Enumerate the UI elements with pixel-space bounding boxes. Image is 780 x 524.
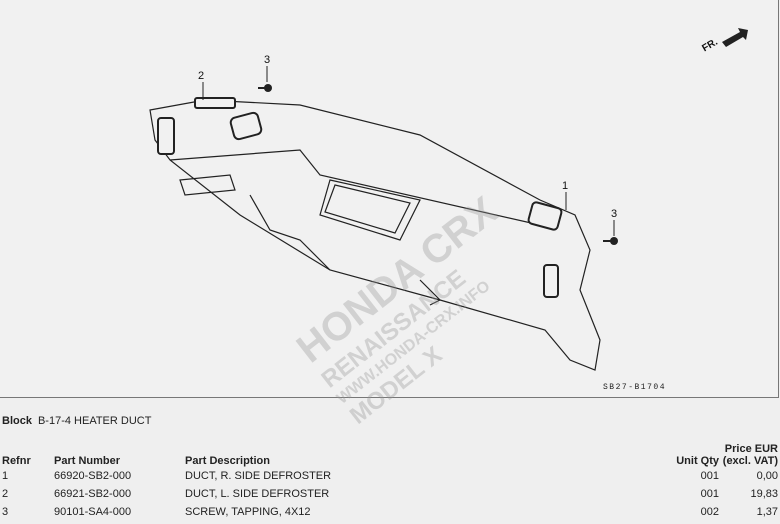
- parts-table: Refnr Part Number Part Description Unit …: [0, 433, 780, 521]
- cell-part-number: 66920-SB2-000: [54, 470, 132, 482]
- cell-refnr: 3: [2, 506, 9, 518]
- cell-refnr: 2: [2, 488, 9, 500]
- table-row[interactable]: 2 66921-SB2-000 DUCT, L. SIDE DEFROSTER …: [0, 485, 780, 503]
- header-price-line1: Price EUR: [724, 443, 778, 455]
- parts-diagram: 1 2 3 3 FR. SB27-B1704: [0, 0, 779, 398]
- dashboard-drawing: [149, 28, 748, 371]
- drawing-code: SB27-B1704: [603, 383, 667, 392]
- cell-refnr: 1: [2, 470, 9, 482]
- table-row[interactable]: 1 66920-SB2-000 DUCT, R. SIDE DEFROSTER …: [0, 467, 780, 485]
- block-title: Block B-17-4 HEATER DUCT: [2, 415, 151, 427]
- cell-description: SCREW, TAPPING, 4X12: [185, 506, 311, 518]
- table-header: Refnr Part Number Part Description Unit …: [0, 433, 780, 467]
- table-row[interactable]: 3 90101-SA4-000 SCREW, TAPPING, 4X12 002…: [0, 503, 780, 521]
- cell-description: DUCT, L. SIDE DEFROSTER: [185, 488, 330, 500]
- cell-qty: 001: [700, 470, 719, 482]
- header-qty: Unit Qty: [676, 455, 719, 467]
- cell-description: DUCT, R. SIDE DEFROSTER: [185, 470, 332, 482]
- cell-part-number: 90101-SA4-000: [54, 506, 132, 518]
- header-part-number: Part Number: [54, 455, 121, 467]
- cell-qty: 002: [700, 506, 719, 518]
- callout-2: 2: [198, 70, 205, 82]
- callout-1: 1: [562, 180, 569, 192]
- callout-3-left: 3: [264, 54, 271, 66]
- header-description: Part Description: [185, 455, 270, 467]
- header-price-line2: (excl. VAT): [722, 455, 778, 467]
- cell-qty: 001: [700, 488, 719, 500]
- callout-3-right: 3: [611, 208, 618, 220]
- header-refnr: Refnr: [2, 455, 31, 467]
- block-label: Block: [2, 415, 32, 427]
- cell-price: 1,37: [756, 506, 778, 518]
- cell-price: 19,83: [750, 488, 778, 500]
- cell-price: 0,00: [756, 470, 778, 482]
- block-value: B-17-4 HEATER DUCT: [37, 415, 152, 427]
- cell-part-number: 66921-SB2-000: [54, 488, 132, 500]
- header-price: Price EUR(excl. VAT): [719, 433, 780, 467]
